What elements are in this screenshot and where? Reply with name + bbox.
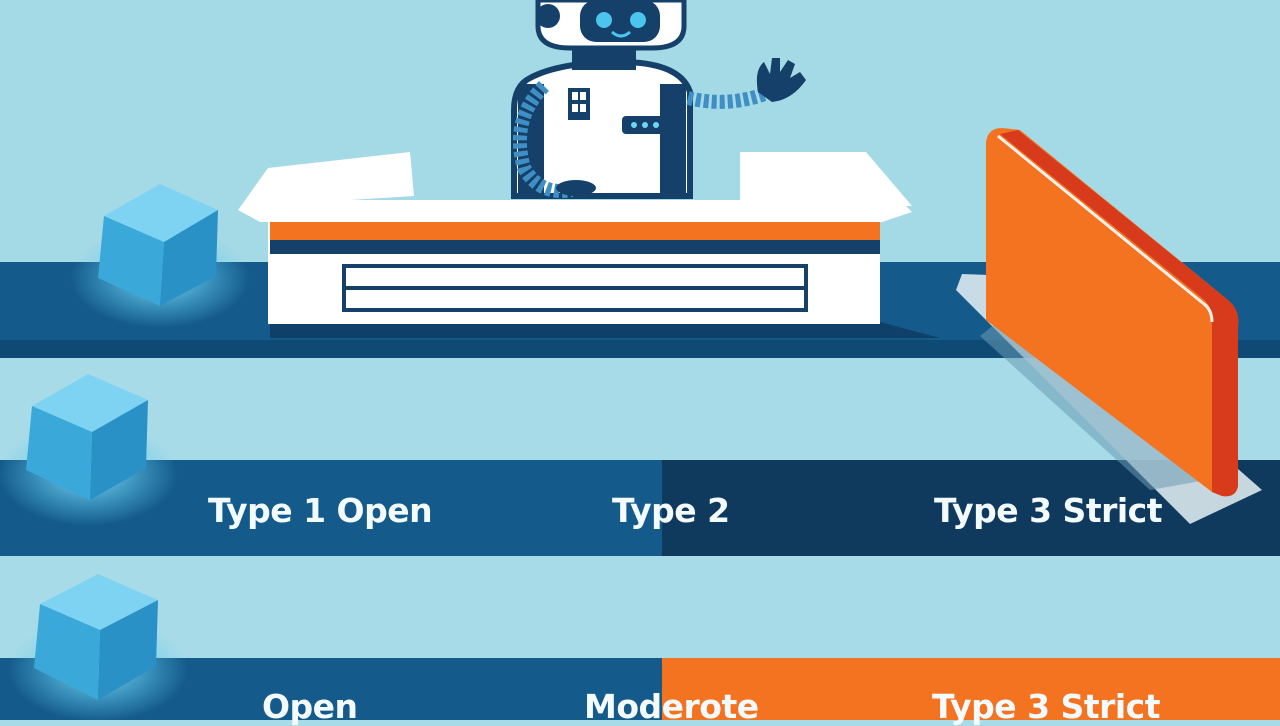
lane-3-label-2: Moderote xyxy=(584,687,759,726)
barrier-icon xyxy=(956,128,1262,524)
robot-icon xyxy=(511,0,806,199)
cube-icon xyxy=(70,184,250,328)
lane-2-label-1: Type 1 Open xyxy=(208,491,433,530)
cube-icon xyxy=(0,374,178,526)
lane-2-label-3: Type 3 Strict xyxy=(934,491,1163,530)
reception-desk-icon xyxy=(238,152,912,324)
cube-icon xyxy=(8,574,188,722)
lane-2-label-2: Type 2 xyxy=(612,491,730,530)
lane-3-label-3: Type 3 Strict xyxy=(932,687,1161,726)
lane-3-label-1: Open xyxy=(262,687,358,726)
